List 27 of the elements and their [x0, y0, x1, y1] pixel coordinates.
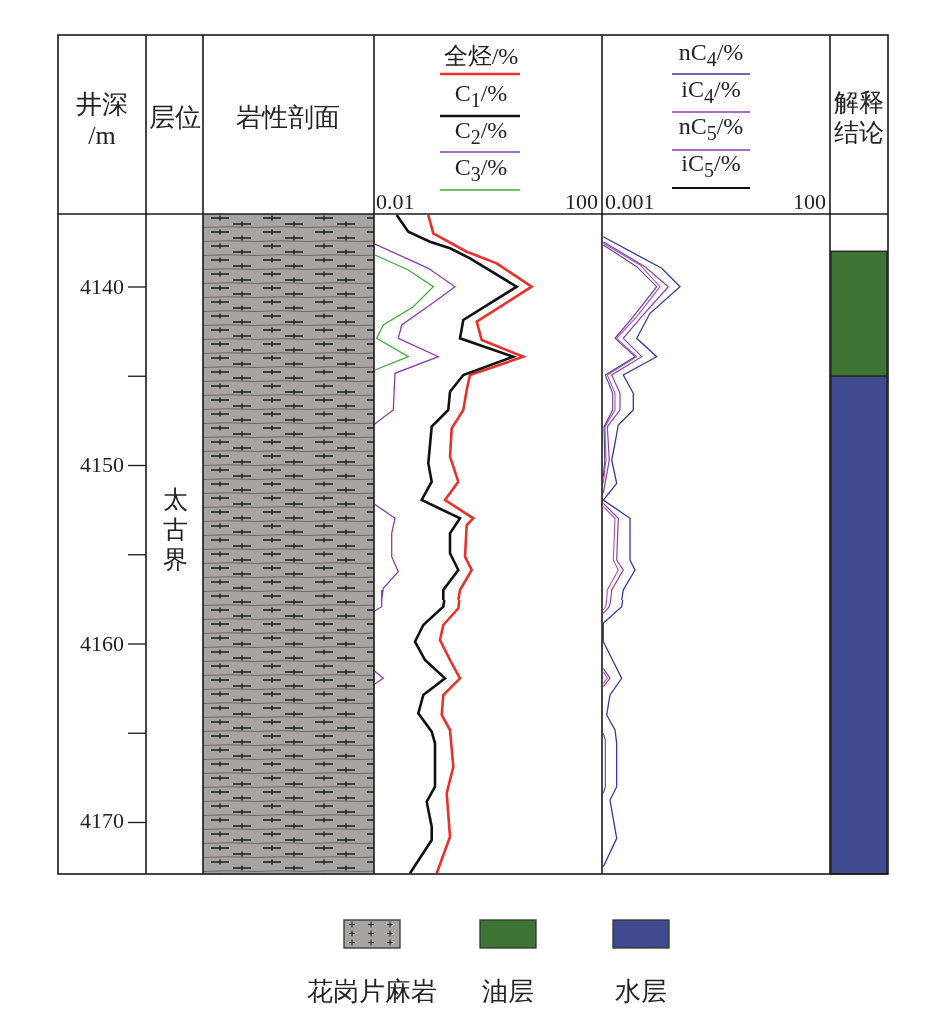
column-header: 层位	[149, 104, 201, 132]
curve-name: C$_{1}$/%	[454, 81, 508, 111]
water-layer-bar	[830, 375, 888, 875]
curve-name: C$_{2}$/%	[454, 118, 508, 148]
stratum-label: 太古界	[161, 485, 189, 575]
legend-label: 油层	[482, 978, 534, 1006]
column-header: 解释结论	[833, 88, 885, 148]
depth-value: 4170	[80, 809, 124, 833]
scale-value: 100	[793, 190, 826, 214]
depth-value: 4160	[80, 632, 124, 656]
curve-name: iC$_{4}$/%	[681, 77, 741, 107]
legend-label: 花岗片麻岩	[307, 978, 437, 1006]
curve-name: nC$_{4}$/%	[678, 40, 744, 70]
scale-value: 100	[565, 190, 598, 214]
scale-value: 0.01	[376, 190, 415, 214]
scale-value: 0.001	[605, 190, 655, 214]
depth-value: 4140	[80, 275, 124, 299]
column-header: 井深/m	[75, 88, 129, 152]
curve-name: nC$_{5}$/%	[678, 114, 744, 144]
depth-value: 4150	[80, 453, 124, 477]
curve-name: iC$_{5}$/%	[681, 151, 741, 181]
curve-name: C$_{3}$/%	[454, 155, 508, 185]
column-header: 岩性剖面	[236, 104, 340, 132]
oil-layer-bar	[830, 250, 888, 377]
legend-label: 水层	[615, 978, 667, 1006]
lithology-column	[203, 214, 374, 874]
curve-name: 全烃/%	[443, 44, 519, 70]
